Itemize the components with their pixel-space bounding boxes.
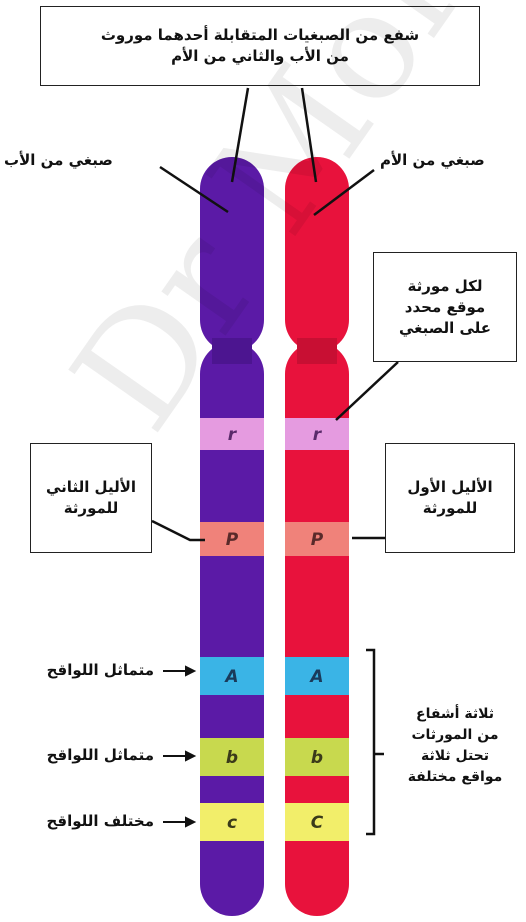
gene-pairs-line2: من المورثات bbox=[411, 727, 499, 743]
allele2-pointer bbox=[151, 519, 205, 542]
homozygous-label-b: متماثل اللواقح bbox=[46, 746, 154, 764]
gene-pairs-line3: تحتل ثلاثة bbox=[420, 748, 490, 764]
father-gene-A: A bbox=[223, 667, 238, 687]
father-gene-P: P bbox=[226, 530, 239, 550]
father-centromere bbox=[212, 338, 252, 364]
mother-chromosome-label: صبغي من الأم bbox=[380, 151, 485, 169]
mother-band-A bbox=[285, 657, 349, 695]
gene-locus-line3: على الصبغي bbox=[398, 318, 492, 337]
mother-centromere bbox=[297, 338, 337, 364]
father-label-pointer bbox=[159, 165, 229, 214]
mother-upper-arm bbox=[285, 157, 349, 352]
mother-gene-A: A bbox=[308, 667, 323, 687]
gene-pairs-line4: مواقع مختلفة bbox=[407, 769, 503, 785]
top-box-line-right bbox=[300, 87, 318, 183]
mother-gene-r: r bbox=[313, 425, 323, 445]
mother-band-P bbox=[285, 522, 349, 556]
mother-gene-b: b bbox=[311, 748, 323, 768]
top-box-line-left bbox=[230, 87, 250, 183]
gene-pairs-line1: ثلاثة أشفاع bbox=[416, 706, 494, 722]
mother-chromosome bbox=[285, 157, 349, 916]
locus-pointer bbox=[335, 361, 399, 421]
mother-band-C bbox=[285, 803, 349, 841]
father-band-b bbox=[200, 738, 264, 776]
homologous-pair-line1: شفع من الصبغيات المتقابلة أحدهما موروث bbox=[100, 26, 420, 44]
gene-pairs-note: ثلاثة أشفاع من المورثات تحتل ثلاثة مواقع… bbox=[388, 704, 522, 788]
second-allele-line2: للمورثة bbox=[63, 499, 119, 517]
father-upper-arm bbox=[200, 157, 264, 352]
first-allele-line1: الأليل الأول bbox=[407, 478, 493, 496]
father-band-P bbox=[200, 522, 264, 556]
father-chromosome-label: صبغي من الأب bbox=[4, 151, 113, 169]
father-gene-r: r bbox=[228, 425, 238, 445]
father-gene-b: b bbox=[226, 748, 238, 768]
second-allele-line1: الأليل الثاني bbox=[46, 478, 137, 496]
father-chromosome bbox=[200, 157, 264, 916]
mother-band-r bbox=[285, 418, 349, 450]
mother-gene-P: P bbox=[311, 530, 324, 550]
mother-band-b bbox=[285, 738, 349, 776]
father-band-A bbox=[200, 657, 264, 695]
bracket bbox=[366, 648, 376, 836]
gene-locus-line2: موقع محدد bbox=[404, 297, 486, 316]
father-band-r bbox=[200, 418, 264, 450]
first-allele-box: الأليل الأول للمورثة bbox=[385, 443, 515, 553]
gene-locus-line1: لكل مورثة bbox=[407, 276, 483, 295]
first-allele-line2: للمورثة bbox=[422, 499, 478, 517]
mother-label-pointer bbox=[313, 169, 375, 216]
father-gene-c: c bbox=[227, 813, 237, 833]
second-allele-box: الأليل الثاني للمورثة bbox=[30, 443, 152, 553]
homologous-pair-box: شفع من الصبغيات المتقابلة أحدهما موروث م… bbox=[40, 6, 480, 86]
arrow-c-head bbox=[185, 816, 197, 828]
homologous-pair-line2: من الأب والثاني من الأم bbox=[171, 47, 349, 65]
arrow-a-head bbox=[185, 665, 197, 677]
heterozygous-label-c: مختلف اللواقح bbox=[46, 812, 154, 830]
arrow-b-head bbox=[185, 750, 197, 762]
mother-gene-C: C bbox=[311, 813, 324, 833]
father-band-c bbox=[200, 803, 264, 841]
gene-locus-box: لكل مورثة موقع محدد على الصبغي bbox=[373, 252, 517, 362]
homozygous-label-a: متماثل اللواقح bbox=[46, 661, 154, 679]
